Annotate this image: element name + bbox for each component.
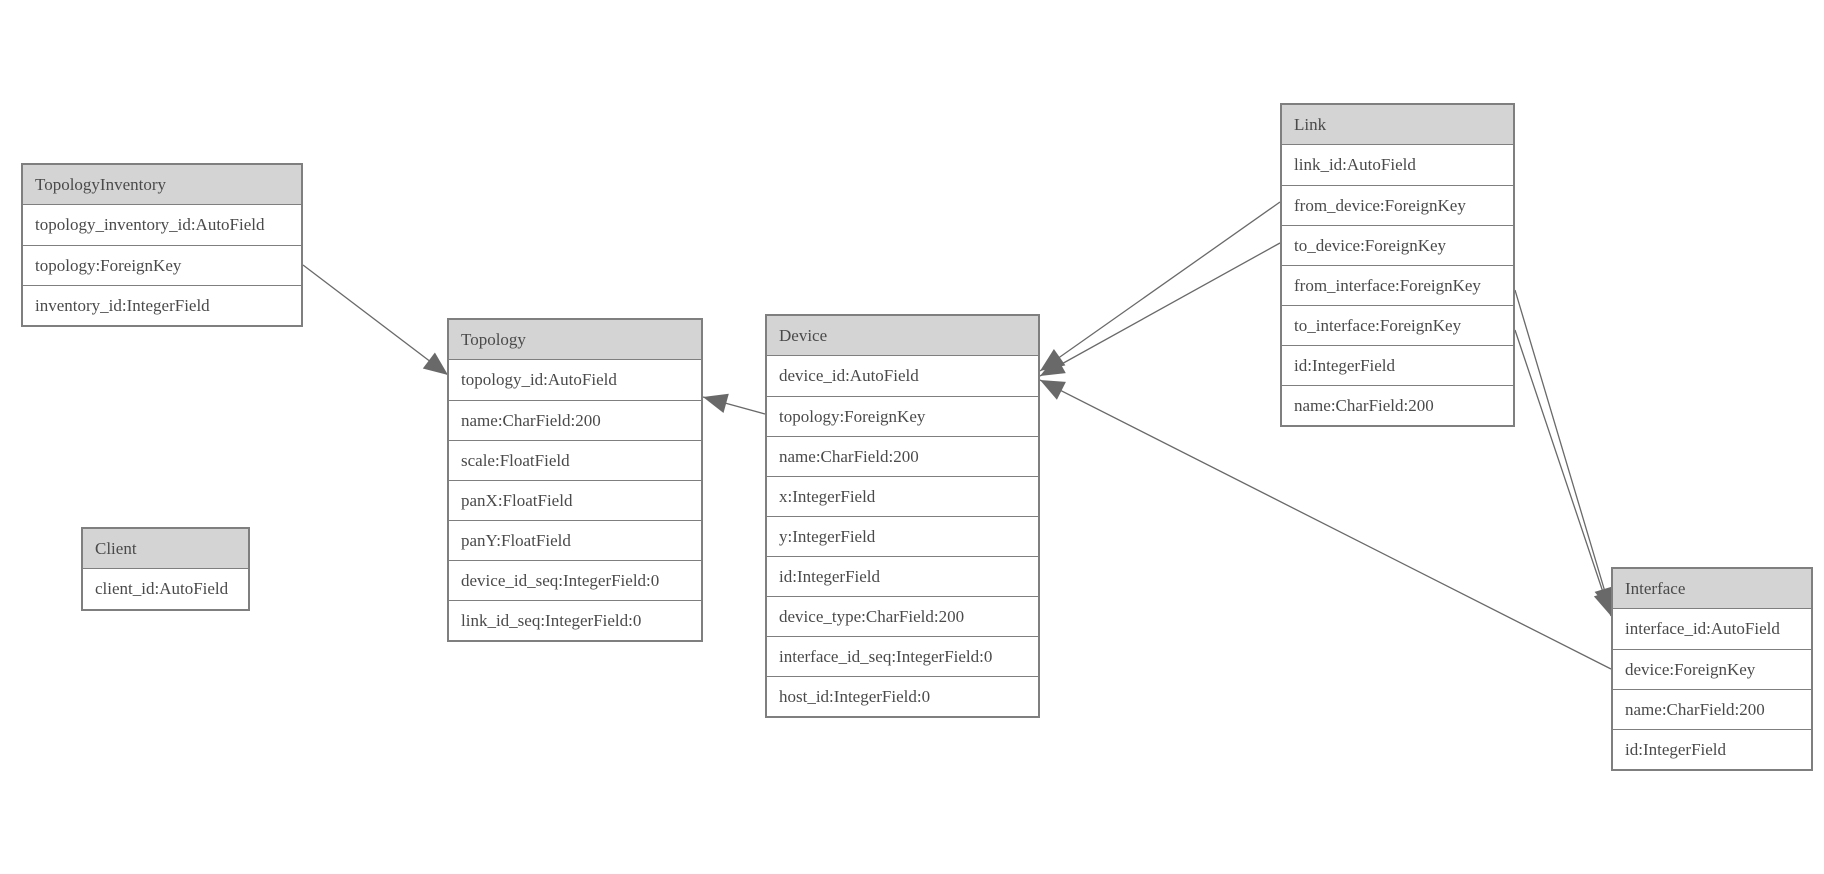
rel-device-topology-arrowhead — [703, 393, 729, 413]
entity-field-row: topology:ForeignKey — [23, 245, 301, 285]
entity-header-interface: Interface — [1613, 569, 1811, 609]
rel-link-todevice-device-line — [1039, 242, 1281, 377]
entity-field-row: link_id:AutoField — [1282, 145, 1513, 185]
entity-field-row: client_id:AutoField — [83, 569, 248, 609]
rel-interface-device-line — [1039, 379, 1612, 670]
rel-topologyinventory-topology-line — [302, 264, 449, 376]
entity-field-row: scale:FloatField — [449, 440, 701, 480]
entity-field-row: name:CharField:200 — [1613, 689, 1811, 729]
entity-field-row: id:IntegerField — [1613, 729, 1811, 769]
entity-field-row: device_id:AutoField — [767, 356, 1038, 396]
entity-field-row: name:CharField:200 — [767, 436, 1038, 476]
entity-field-row: id:IntegerField — [767, 556, 1038, 596]
entity-header-topology: Topology — [449, 320, 701, 360]
entity-field-row: to_interface:ForeignKey — [1282, 305, 1513, 345]
entity-header-device: Device — [767, 316, 1038, 356]
entity-field-row: from_device:ForeignKey — [1282, 185, 1513, 225]
rel-link-tointerface-interface-line — [1514, 329, 1612, 617]
rel-link-fromdevice-device-line — [1039, 201, 1281, 372]
entity-field-row: panX:FloatField — [449, 480, 701, 520]
entity-field-row: name:CharField:200 — [449, 400, 701, 440]
entity-field-row: device_type:CharField:200 — [767, 596, 1038, 636]
entity-field-row: link_id_seq:IntegerField:0 — [449, 600, 701, 640]
entity-field-row: panY:FloatField — [449, 520, 701, 560]
entity-rows-client: client_id:AutoField — [83, 569, 248, 609]
entity-field-row: host_id:IntegerField:0 — [767, 676, 1038, 716]
entity-field-row: id:IntegerField — [1282, 345, 1513, 385]
rel-topologyinventory-topology-arrowhead — [422, 352, 448, 375]
entity-field-row: interface_id_seq:IntegerField:0 — [767, 636, 1038, 676]
entity-field-row: topology_id:AutoField — [449, 360, 701, 400]
rel-interface-device-arrowhead — [1040, 380, 1066, 400]
entity-table-client: Client client_id:AutoField — [81, 527, 250, 611]
entity-field-row: interface_id:AutoField — [1613, 609, 1811, 649]
entity-table-topologyinventory: TopologyInventory topology_inventory_id:… — [21, 163, 303, 327]
entity-field-row: inventory_id:IntegerField — [23, 285, 301, 325]
entity-field-row: x:IntegerField — [767, 476, 1038, 516]
entity-field-row: name:CharField:200 — [1282, 385, 1513, 425]
rel-link-tointerface-interface-arrowhead — [1593, 590, 1613, 616]
rel-link-todevice-device-arrowhead — [1040, 355, 1066, 376]
entity-header-link: Link — [1282, 105, 1513, 145]
entity-field-row: topology:ForeignKey — [767, 396, 1038, 436]
entity-field-row: from_interface:ForeignKey — [1282, 265, 1513, 305]
entity-field-row: device_id_seq:IntegerField:0 — [449, 560, 701, 600]
entity-field-row: to_device:ForeignKey — [1282, 225, 1513, 265]
entity-field-row: device:ForeignKey — [1613, 649, 1811, 689]
rel-link-frominterface-interface-line — [1514, 289, 1612, 613]
entity-field-row: y:IntegerField — [767, 516, 1038, 556]
entity-header-topologyinventory: TopologyInventory — [23, 165, 301, 205]
entity-field-row: topology_inventory_id:AutoField — [23, 205, 301, 245]
entity-header-client: Client — [83, 529, 248, 569]
